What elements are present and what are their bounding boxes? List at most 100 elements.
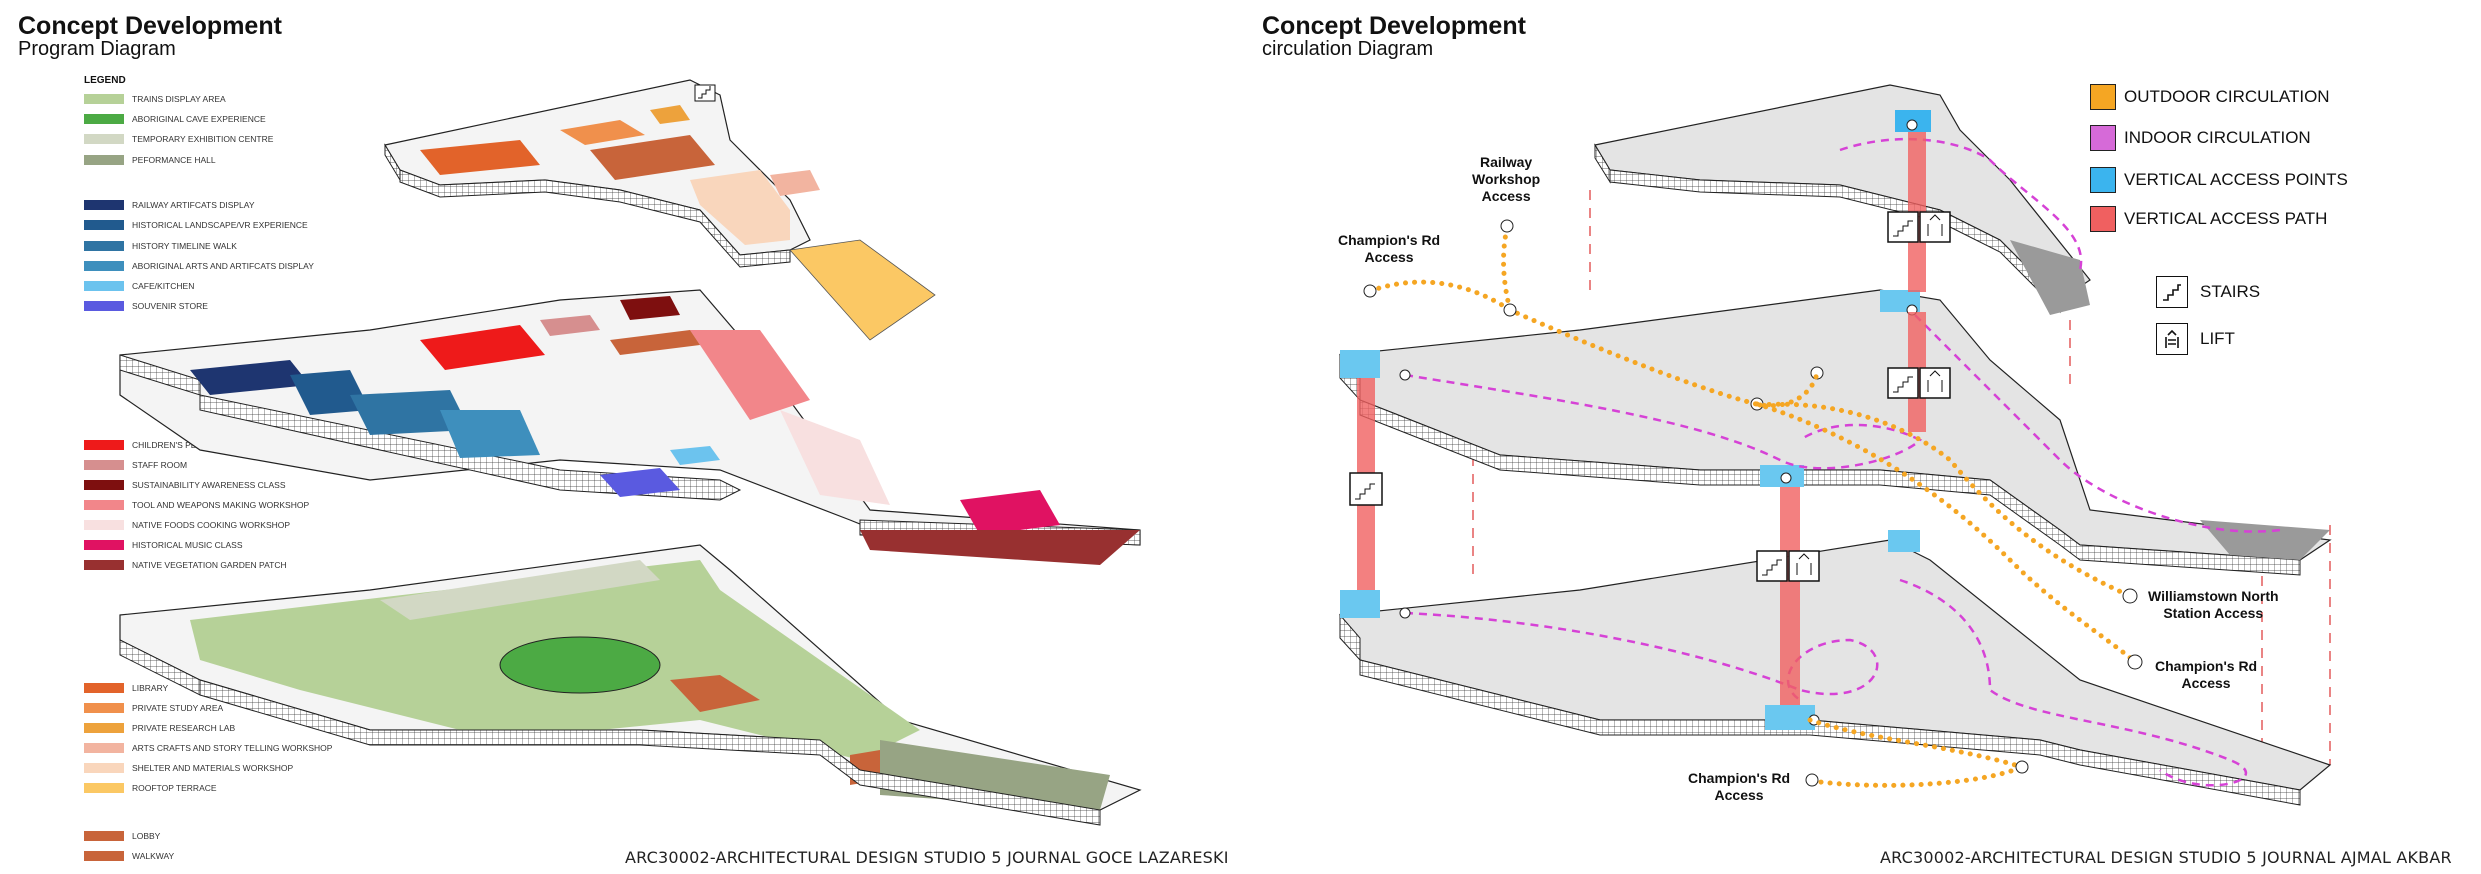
lift-icon [1788, 550, 1820, 582]
legend-item-cafe-kitchen: CAFE/KITCHEN [84, 279, 194, 293]
legend-stairs: STAIRS [2156, 276, 2260, 308]
legend-vertical-access-path: VERTICAL ACCESS PATH [2090, 206, 2327, 232]
legend-lift: LIFT [2156, 323, 2235, 355]
legend-title: LEGEND [84, 75, 126, 86]
top-floor [384, 79, 936, 341]
circ-middle-floor [1339, 289, 2332, 576]
access-label-champions-rd-east: Champion's Rd Access [2155, 658, 2258, 691]
legend-swatch [84, 460, 124, 470]
legend-swatch [84, 763, 124, 773]
legend-item-lobby: LOBBY [84, 829, 160, 843]
legend-item-railway-artifacts: RAILWAY ARTIFCATS DISPLAY [84, 198, 255, 212]
legend-swatch [84, 261, 124, 271]
historical-landscape-zone [290, 370, 370, 415]
legend-item-native-foods: NATIVE FOODS COOKING WORKSHOP [84, 518, 290, 532]
legend-vertical-access-points: VERTICAL ACCESS POINTS [2090, 167, 2348, 193]
legend-item-sustainability-class: SUSTAINABILITY AWARENESS CLASS [84, 478, 286, 492]
access-label-champions-rd-south: Champion's Rd Access [1688, 770, 1791, 803]
legend-swatch [2090, 84, 2116, 110]
legend-swatch [2090, 125, 2116, 151]
legend-item-arts-crafts: ARTS CRAFTS AND STORY TELLING WORKSHOP [84, 741, 332, 755]
legend-swatch [84, 851, 124, 861]
staff-room-zone [540, 315, 600, 336]
lift-icon [1919, 211, 1951, 243]
railway-artifacts-zone [190, 360, 310, 395]
temporary-exhibition-zone [380, 560, 660, 620]
access-point-marker [2015, 760, 2029, 774]
cafe-kitchen-zone [670, 446, 720, 465]
legend-swatch [84, 783, 124, 793]
left-footer: ARC30002-ARCHITECTURAL DESIGN STUDIO 5 J… [625, 848, 1229, 867]
indoor-circulation-path [1839, 137, 2083, 271]
legend-outdoor-circulation: OUTDOOR CIRCULATION [2090, 84, 2330, 110]
legend-swatch [84, 540, 124, 550]
indoor-circulation-path [1404, 314, 2281, 533]
legend-item-trains-display: TRAINS DISPLAY AREA [84, 92, 226, 106]
legend-item-music-class: HISTORICAL MUSIC CLASS [84, 538, 243, 552]
access-label-williamstown-north: Williamstown North Station Access [2148, 588, 2279, 621]
history-timeline-zone [350, 390, 470, 435]
souvenir-store-zone [600, 468, 680, 497]
private-study-zone [560, 120, 645, 145]
legend-item-temporary-exhibition: TEMPORARY EXHIBITION CENTRE [84, 132, 273, 146]
legend-swatch [84, 301, 124, 311]
legend-indoor-circulation: INDOOR CIRCULATION [2090, 125, 2311, 151]
legend-item-rooftop-terrace: ROOFTOP TERRACE [84, 781, 217, 795]
legend-item-staff-room: STAFF ROOM [84, 458, 187, 472]
access-point-marker [1500, 219, 1514, 233]
vertical-access-point [1340, 350, 1380, 378]
access-label-champions-rd-north: Champion's Rd Access [1338, 232, 1441, 265]
stairs-icon [1887, 367, 1919, 399]
legend-swatch [84, 723, 124, 733]
stairs-icon [1756, 550, 1788, 582]
native-foods-zone [780, 410, 890, 505]
legend-swatch [2090, 206, 2116, 232]
legend-swatch [84, 134, 124, 144]
right-footer: ARC30002-ARCHITECTURAL DESIGN STUDIO 5 J… [1880, 848, 2452, 867]
access-point-marker [1503, 303, 1517, 317]
legend-swatch [84, 703, 124, 713]
vertical-access-point [1765, 705, 1815, 730]
legend-swatch [84, 220, 124, 230]
legend-item-history-timeline: HISTORY TIMELINE WALK [84, 239, 237, 253]
ground-floor [119, 544, 1142, 826]
cave-experience-zone [499, 636, 661, 694]
terrace-dark-zone [2010, 240, 2090, 315]
middle-floor [119, 289, 1141, 565]
library-zone [420, 140, 540, 175]
legend-item-cave-experience: ABORIGINAL CAVE EXPERIENCE [84, 112, 266, 126]
rooftop-terrace-zone [789, 239, 936, 341]
legend-swatch [84, 281, 124, 291]
legend-swatch [84, 743, 124, 753]
right-subtitle: circulation Diagram [1262, 38, 1434, 60]
legend-item-performance-hall: PEFORMANCE HALL [84, 153, 216, 167]
left-subtitle: Program Diagram [18, 38, 176, 60]
vertical-access-point [1340, 590, 1380, 618]
legend-item-tool-weapons-workshop: TOOL AND WEAPONS MAKING WORKSHOP [84, 498, 309, 512]
legend-swatch [84, 560, 124, 570]
legend-item-private-study: PRIVATE STUDY AREA [84, 701, 223, 715]
tool-weapons-zone [690, 330, 810, 420]
legend-swatch [84, 114, 124, 124]
outdoor-circulation-paths [1367, 225, 2138, 788]
legend-item-research-lab: PRIVATE RESEARCH LAB [84, 721, 235, 735]
legend-item-garden-patch: NATIVE VEGETATION GARDEN PATCH [84, 558, 287, 572]
aboriginal-arts-zone [440, 410, 540, 458]
lift-icon [1919, 367, 1951, 399]
right-title: Concept Development [1262, 12, 1526, 40]
legend-item-souvenir-store: SOUVENIR STORE [84, 299, 208, 313]
stairs-icon [694, 84, 716, 102]
shelter-workshop-zone [690, 170, 790, 245]
lobby-ground-zone [670, 675, 760, 712]
stairs-icon [2156, 276, 2188, 308]
circ-top-floor [1594, 84, 2091, 315]
music-class-zone [960, 490, 1060, 535]
circ-ground-floor [1339, 530, 2332, 806]
vertical-access-point [1888, 530, 1920, 552]
stairs-icon [1349, 472, 1383, 506]
legend-swatch [84, 94, 124, 104]
legend-item-walkway: WALKWAY [84, 849, 174, 863]
access-point-marker [2122, 588, 2138, 604]
vertical-access-path [1780, 487, 1800, 705]
